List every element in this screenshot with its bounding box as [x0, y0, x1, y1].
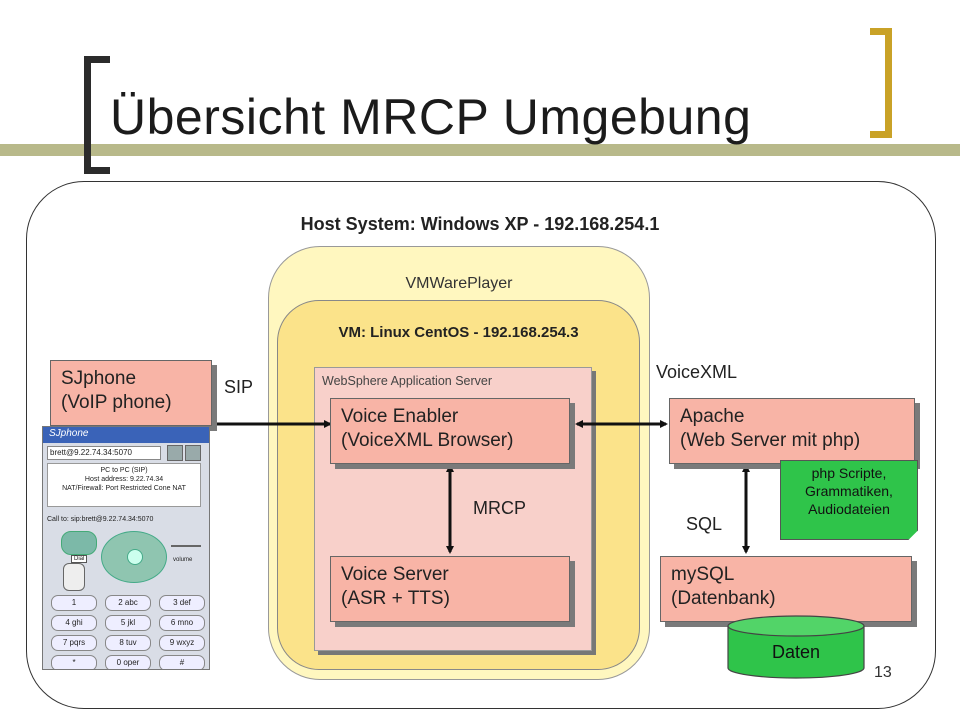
- right-bracket-decoration: [870, 28, 892, 138]
- note-line-2: Grammatiken,: [805, 483, 893, 499]
- mysql-subtitle: (Datenbank): [671, 588, 776, 609]
- keypad-key-0: 0 oper: [105, 655, 151, 669]
- keypad-key-hash: #: [159, 655, 205, 669]
- mrcp-label: MRCP: [473, 498, 526, 518]
- websphere-label: WebSphere Application Server: [322, 374, 493, 388]
- host-system-label: Host System: Windows XP - 192.168.254.1: [300, 214, 660, 234]
- left-bracket-decoration: [84, 56, 110, 174]
- vmwareplayer-label: VMWarePlayer: [405, 275, 513, 292]
- phone-dial-label: Dial: [71, 555, 88, 563]
- sjphone-title: SJphone: [61, 368, 137, 389]
- sjphone-screenshot: SJphone brett@9.22.74.34:5070 PC to PC (…: [42, 426, 210, 670]
- database-cylinder: [727, 615, 865, 679]
- voice-server-subtitle: (ASR + TTS): [341, 588, 450, 609]
- keypad-key-5: 5 jkl: [105, 615, 151, 631]
- keypad-key-2: 2 abc: [105, 595, 151, 611]
- keypad-key-7: 7 pqrs: [51, 635, 97, 651]
- apache-box: Apache (Web Server mit php): [669, 398, 915, 464]
- database-label: Daten: [771, 642, 821, 662]
- keypad-key-8: 8 tuv: [105, 635, 151, 651]
- voice-enabler-box: Voice Enabler (VoiceXML Browser): [330, 398, 570, 464]
- keypad-key-3: 3 def: [159, 595, 205, 611]
- phone-status-line-3: NAT/Firewall: Port Restricted Cone NAT: [62, 485, 186, 492]
- phone-volume-slider: [171, 545, 201, 547]
- phone-call-to: Call to: sip:brett@9.22.74.34:5070: [47, 516, 154, 523]
- php-scripts-note: php Scripte, Grammatiken, Audiodateien: [780, 460, 918, 540]
- phone-button-b: [185, 445, 201, 461]
- phone-handset-icon: [61, 531, 97, 555]
- voice-server-title: Voice Server: [341, 564, 449, 585]
- voice-enabler-title: Voice Enabler: [341, 406, 459, 427]
- apache-subtitle: (Web Server mit php): [680, 430, 861, 451]
- keypad-key-1: 1: [51, 595, 97, 611]
- sip-label: SIP: [224, 377, 254, 397]
- voice-server-box: Voice Server (ASR + TTS): [330, 556, 570, 622]
- sjphone-subtitle: (VoIP phone): [61, 392, 172, 413]
- keypad-key-star: *: [51, 655, 97, 669]
- phone-mascot-icon: [63, 563, 85, 591]
- phone-address-field: brett@9.22.74.34:5070: [47, 446, 161, 460]
- keypad-key-6: 6 mno: [159, 615, 205, 631]
- title-accent-bar: [0, 144, 960, 156]
- apache-title: Apache: [680, 406, 745, 427]
- sjphone-box: SJphone (VoIP phone): [50, 360, 212, 426]
- vm-label: VM: Linux CentOS - 192.168.254.3: [338, 324, 579, 341]
- phone-status-line-1: PC to PC (SIP): [100, 467, 148, 474]
- phone-nav-center: [127, 549, 143, 565]
- phone-titlebar: SJphone: [43, 427, 209, 443]
- note-line-3: Audiodateien: [808, 501, 890, 517]
- phone-status-panel: PC to PC (SIP) Host address: 9.22.74.34 …: [47, 463, 201, 507]
- voice-enabler-subtitle: (VoiceXML Browser): [341, 430, 514, 451]
- phone-keypad: 1 2 abc 3 def 4 ghi 5 jkl 6 mno 7 pqrs 8…: [51, 595, 205, 669]
- page-number: 13: [874, 664, 892, 681]
- voicexml-label: VoiceXML: [656, 362, 738, 382]
- keypad-key-9: 9 wxyz: [159, 635, 205, 651]
- phone-app-name: SJphone: [49, 428, 89, 439]
- phone-button-a: [167, 445, 183, 461]
- slide-title: Übersicht MRCP Umgebung: [110, 89, 752, 145]
- phone-status-line-2: Host address: 9.22.74.34: [84, 476, 164, 483]
- sql-label: SQL: [686, 514, 723, 534]
- mysql-box: mySQL (Datenbank): [660, 556, 912, 622]
- phone-volume-label: volume: [173, 557, 193, 563]
- keypad-key-4: 4 ghi: [51, 615, 97, 631]
- note-line-1: php Scripte,: [811, 465, 887, 481]
- mysql-title: mySQL: [671, 564, 735, 585]
